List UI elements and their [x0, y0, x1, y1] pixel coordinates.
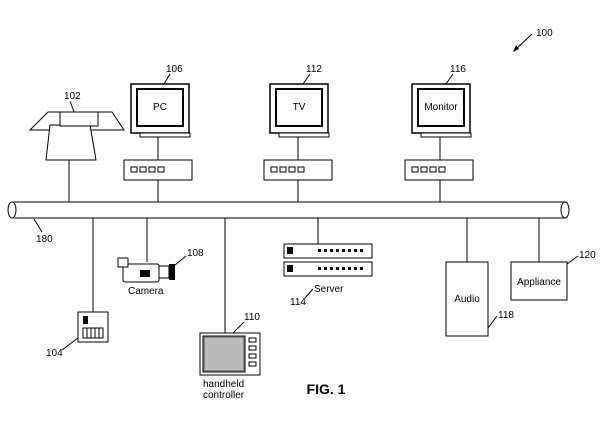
handheld-label-line2: controller	[203, 390, 245, 401]
system-ref-arrow: 100	[513, 28, 553, 52]
audio-unit: Audio 118	[445, 218, 514, 337]
handheld-label-line1: handheld	[203, 379, 244, 390]
ref-116: 116	[450, 64, 466, 75]
figure-label: FIG. 1	[307, 381, 346, 397]
handheld-controller: handheld controller 110	[199, 218, 261, 401]
server-label: Server	[314, 284, 344, 295]
appliance-unit: Appliance 120	[510, 218, 596, 301]
server-unit: Server 114	[283, 218, 373, 308]
device-104: 104	[46, 218, 109, 359]
telephone-icon: 102	[28, 91, 125, 202]
ref-100: 100	[536, 28, 553, 39]
appliance-label: Appliance	[517, 277, 561, 288]
ref-118: 118	[498, 310, 514, 321]
network-bus: 180	[7, 201, 570, 245]
ref-112: 112	[306, 64, 322, 75]
camera-icon: Camera 108	[117, 218, 204, 297]
tv-monitor: TV 112	[269, 64, 330, 160]
camera-label: Camera	[128, 286, 164, 297]
ref-180: 180	[36, 234, 53, 245]
audio-label: Audio	[454, 294, 480, 305]
ref-106: 106	[166, 64, 183, 75]
monitor-label: Monitor	[424, 102, 458, 113]
ref-114: 114	[290, 297, 306, 308]
pc-network-adapter	[123, 159, 193, 202]
ref-120: 120	[579, 250, 596, 261]
monitor-network-adapter	[404, 159, 474, 202]
tv-label: TV	[293, 102, 306, 113]
ref-108: 108	[187, 248, 204, 259]
tv-network-adapter	[263, 159, 333, 202]
ref-110: 110	[244, 312, 260, 323]
ref-102: 102	[64, 91, 81, 102]
ref-104: 104	[46, 348, 63, 359]
pc-monitor: PC 106	[130, 64, 191, 160]
monitor-display: Monitor 116	[411, 64, 472, 160]
pc-label: PC	[153, 102, 167, 113]
